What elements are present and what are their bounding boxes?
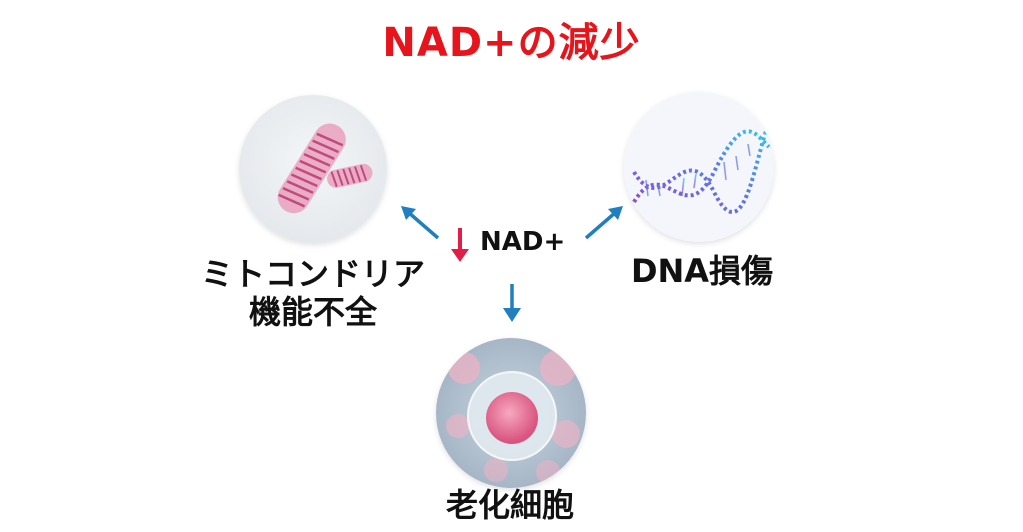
label-cell: 老化細胞 xyxy=(445,486,574,524)
center-nad: NAD+ xyxy=(448,225,578,265)
label-mitochondria-line1: ミトコンドリア xyxy=(200,255,425,293)
center-label: NAD+ xyxy=(480,227,566,257)
label-mitochondria-line2: 機能不全 xyxy=(248,293,377,331)
label-dna: DNA損傷 xyxy=(630,252,774,290)
mitochondria-image xyxy=(239,95,387,243)
dna-image xyxy=(624,92,774,242)
arrow-to-cell xyxy=(503,284,521,322)
decrease-arrow-icon xyxy=(451,228,469,262)
arrow-to-dna xyxy=(584,206,623,240)
senescent-cell-image xyxy=(436,338,586,488)
diagram-title: NAD+の減少 xyxy=(382,20,641,66)
label-mitochondria: ミトコンドリア 機能不全 xyxy=(158,255,468,331)
arrow-to-mitochondria xyxy=(401,206,440,240)
